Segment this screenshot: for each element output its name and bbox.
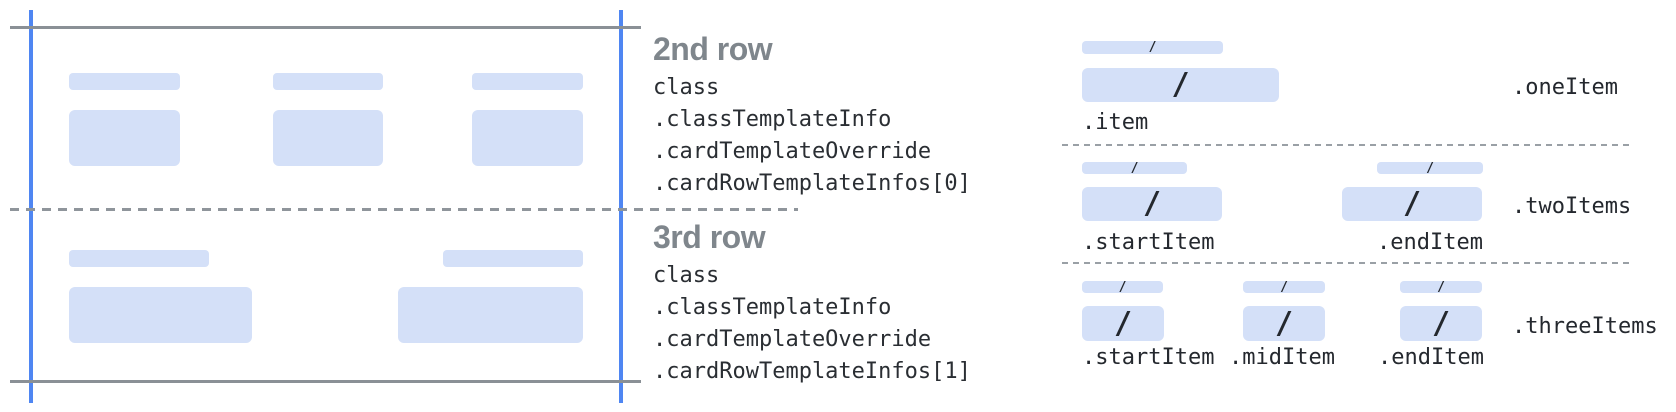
code-path-block: class .classTemplateInfo .cardTemplateOv… [653,72,1013,200]
code-line: class [653,75,720,100]
slash-divider: / [1437,279,1445,295]
annotation-3rd-row: 3rd row class .classTemplateInfo .cardTe… [653,218,1013,388]
code-line: .cardRowTemplateInfos[1] [653,359,971,384]
card-left-guide-line [29,10,33,403]
section-divider-dashed-line [1062,144,1630,146]
start-item-value-bar: / [1082,306,1164,341]
slash-divider: / [1171,67,1190,102]
slash-divider: / [1118,279,1127,295]
row3-end-label-placeholder [443,250,583,267]
row2-col2-value-placeholder [273,110,383,166]
end-item-value-bar: / [1400,306,1482,341]
section-label-one-item: .oneItem [1512,75,1618,100]
section-divider-dashed-line [1062,262,1630,264]
slash-divider: / [1426,160,1434,176]
item-label: .midItem [1229,345,1335,370]
slash-divider: / [1113,305,1133,341]
row3-end-value-placeholder [398,287,583,343]
item-label: .startItem [1082,230,1215,255]
end-item-label-bar: / [1400,279,1482,295]
section-label-two-items: .twoItems [1512,194,1632,219]
code-line: .classTemplateInfo [653,107,892,132]
slash-divider: / [1130,160,1139,176]
card-right-guide-line [619,10,623,403]
code-path-block: class .classTemplateInfo .cardTemplateOv… [653,260,1013,388]
item-label: .endItem [1377,230,1483,255]
card-bottom-guide-line [10,380,641,383]
mid-item-label-bar: / [1243,279,1325,295]
row3-start-value-placeholder [69,287,252,343]
code-line: class [653,263,720,288]
slash-divider: / [1274,305,1294,341]
start-item-label-bar: / [1082,160,1187,176]
slash-divider: / [1402,186,1422,221]
row-heading: 2nd row [653,31,773,67]
slash-divider: / [1148,40,1157,55]
row2-col1-label-placeholder [69,73,180,90]
row2-col2-label-placeholder [273,73,383,90]
row3-start-label-placeholder [69,250,209,267]
end-item-label-bar: / [1377,160,1483,176]
mid-item-value-bar: / [1243,306,1325,341]
code-line: .cardTemplateOverride [653,327,932,352]
start-item-value-bar: / [1082,187,1222,221]
item-label: .endItem [1378,345,1484,370]
item-label: .startItem [1082,345,1215,370]
row2-col3-label-placeholder [472,73,583,90]
slash-divider: / [1280,279,1288,295]
one-item-value-bar: / [1082,68,1279,102]
card-row-divider-dashed-line [10,208,798,211]
code-line: .classTemplateInfo [653,295,892,320]
annotation-2nd-row: 2nd row class .classTemplateInfo .cardTe… [653,30,1013,200]
code-line: .cardRowTemplateInfos[0] [653,171,971,196]
code-line: .cardTemplateOverride [653,139,932,164]
slash-divider: / [1431,305,1451,341]
section-label-three-items: .threeItems [1512,314,1658,339]
row2-col3-value-placeholder [472,110,583,166]
slash-divider: / [1142,186,1162,221]
start-item-label-bar: / [1082,279,1163,295]
one-item-label-bar: / [1082,41,1223,54]
item-label: .item [1082,110,1149,135]
end-item-value-bar: / [1342,187,1482,221]
row2-col1-value-placeholder [69,110,180,166]
card-top-guide-line [10,26,641,29]
row-heading: 3rd row [653,219,766,255]
